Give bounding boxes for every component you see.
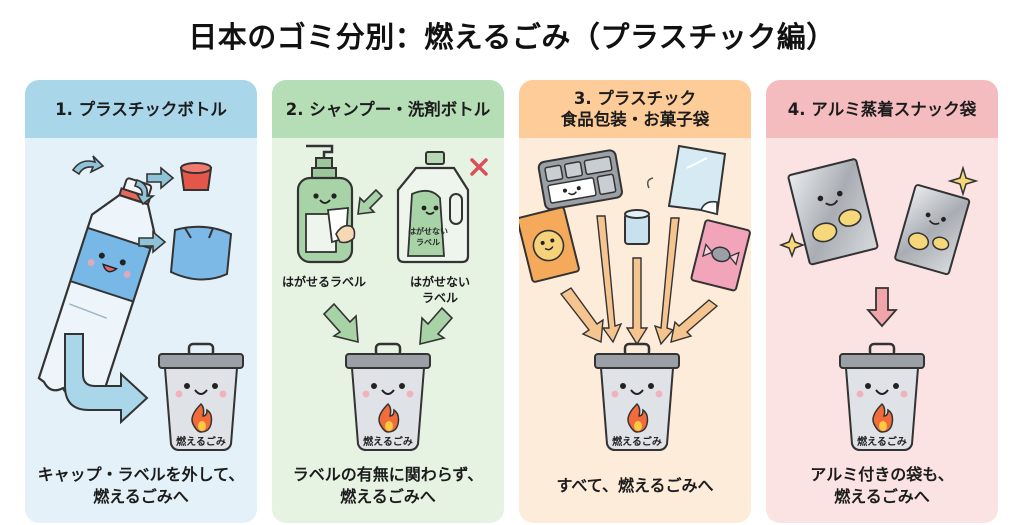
bottle-cap-icon xyxy=(179,162,213,191)
caption-line: すべて、燃えるごみへ xyxy=(556,476,714,495)
label-removable: はがせるラベル xyxy=(282,274,366,289)
card-heading-text: 4. アルミ蒸着スナック袋 xyxy=(787,99,977,119)
illustration: はがせない ラベル はがせるラベル はがせない ラベル 燃 xyxy=(282,144,488,451)
down-arrow-icon xyxy=(866,287,898,328)
caption-line: アルミ付きの袋も、 xyxy=(810,465,954,484)
card-body: 燃えるごみ キャップ・ラベルを外して、 燃えるごみへ xyxy=(25,138,257,523)
card-heading: 3. プラスチック 食品包装・お菓子袋 xyxy=(519,80,751,138)
illustration: 燃えるごみ xyxy=(778,158,979,451)
card-shampoo-detergent-bottle: 2. シャンプー・洗剤ボトル xyxy=(272,80,504,523)
card-body: 燃えるごみ アルミ付きの袋も、 燃えるごみへ xyxy=(766,138,998,523)
caption-line: 燃えるごみへ xyxy=(834,487,930,506)
card-heading-text: 1. プラスチックボトル xyxy=(55,99,227,119)
trash-bin-icon: 燃えるごみ xyxy=(345,342,431,451)
card-aluminum-snack-bag: 4. アルミ蒸着スナック袋 xyxy=(766,80,998,523)
caption-line: ラベルの有無に関わらず、 xyxy=(292,465,484,484)
x-mark-icon xyxy=(470,158,488,176)
inner-label: ラベル xyxy=(416,238,440,247)
card-caption: キャップ・ラベルを外して、 燃えるごみへ xyxy=(25,461,257,511)
caption-line: 燃えるごみへ xyxy=(93,487,189,506)
arrow-icon xyxy=(357,188,384,215)
bin-label: 燃えるごみ xyxy=(612,435,662,448)
card-heading: 2. シャンプー・洗剤ボトル xyxy=(272,80,504,138)
arrow-icon xyxy=(559,215,719,346)
plastic-bottle-icon xyxy=(37,177,156,403)
caption-line: 燃えるごみへ xyxy=(340,487,436,506)
card-heading: 4. アルミ蒸着スナック袋 xyxy=(766,80,998,138)
card-heading: 1. プラスチックボトル xyxy=(25,80,257,138)
candy-bag-pink-icon xyxy=(690,219,751,292)
detergent-bottle-icon: はがせない ラベル xyxy=(396,151,470,264)
sparkle-icon xyxy=(947,165,979,197)
snack-bag-orange-icon xyxy=(519,206,580,283)
curved-arrow-icon xyxy=(64,333,149,425)
card-caption: アルミ付きの袋も、 燃えるごみへ xyxy=(766,461,998,511)
illustration: 燃えるごみ xyxy=(37,155,244,451)
pump-bottle-icon xyxy=(296,144,356,264)
card-body: 燃えるごみ すべて、燃えるごみへ xyxy=(519,138,751,523)
trash-bin-icon: 燃えるごみ xyxy=(839,342,925,451)
card-heading-text: 食品包装・お菓子袋 xyxy=(560,110,710,129)
rotate-arrows-icon xyxy=(71,155,156,206)
card-caption: すべて、燃えるごみへ xyxy=(519,461,751,511)
label-not-removable: はがせない xyxy=(410,274,470,289)
caption-line: キャップ・ラベルを外して、 xyxy=(37,465,245,484)
trash-bin-icon: 燃えるごみ xyxy=(158,342,244,451)
bin-label: 燃えるごみ xyxy=(176,435,226,448)
label-not-removable: ラベル xyxy=(422,291,458,305)
bin-label: 燃えるごみ xyxy=(857,435,907,448)
trash-bin-icon: 燃えるごみ xyxy=(594,342,680,451)
illustration: 燃えるごみ xyxy=(519,144,751,451)
bento-tray-icon xyxy=(537,149,623,211)
card-caption: ラベルの有無に関わらず、 燃えるごみへ xyxy=(272,461,504,511)
card-heading-text: 3. プラスチック xyxy=(573,89,697,108)
card-body: はがせない ラベル はがせるラベル はがせない ラベル 燃 xyxy=(272,138,504,523)
bin-label: 燃えるごみ xyxy=(363,435,413,448)
sparkle-icon xyxy=(778,231,806,259)
arrow-icon xyxy=(146,166,175,190)
arrow-icon xyxy=(322,302,359,344)
card-plastic-food-packaging: 3. プラスチック 食品包装・お菓子袋 xyxy=(519,80,751,523)
aluminum-snack-bag-icon xyxy=(787,158,879,266)
plastic-film-icon xyxy=(667,144,727,216)
hand-icon xyxy=(335,224,356,244)
arrow-icon xyxy=(138,230,167,254)
card-heading-text: 2. シャンプー・洗剤ボトル xyxy=(285,99,491,119)
card-plastic-bottle: 1. プラスチックボトル xyxy=(25,80,257,523)
page-title: 日本のゴミ分別：燃えるごみ（プラスチック編） xyxy=(188,20,836,54)
plastic-cup-icon xyxy=(624,177,654,245)
inner-label: はがせない xyxy=(408,226,448,236)
arrow-icon xyxy=(419,306,454,346)
aluminum-snack-bag-small-icon xyxy=(894,184,971,276)
bottle-label-icon xyxy=(169,225,233,281)
